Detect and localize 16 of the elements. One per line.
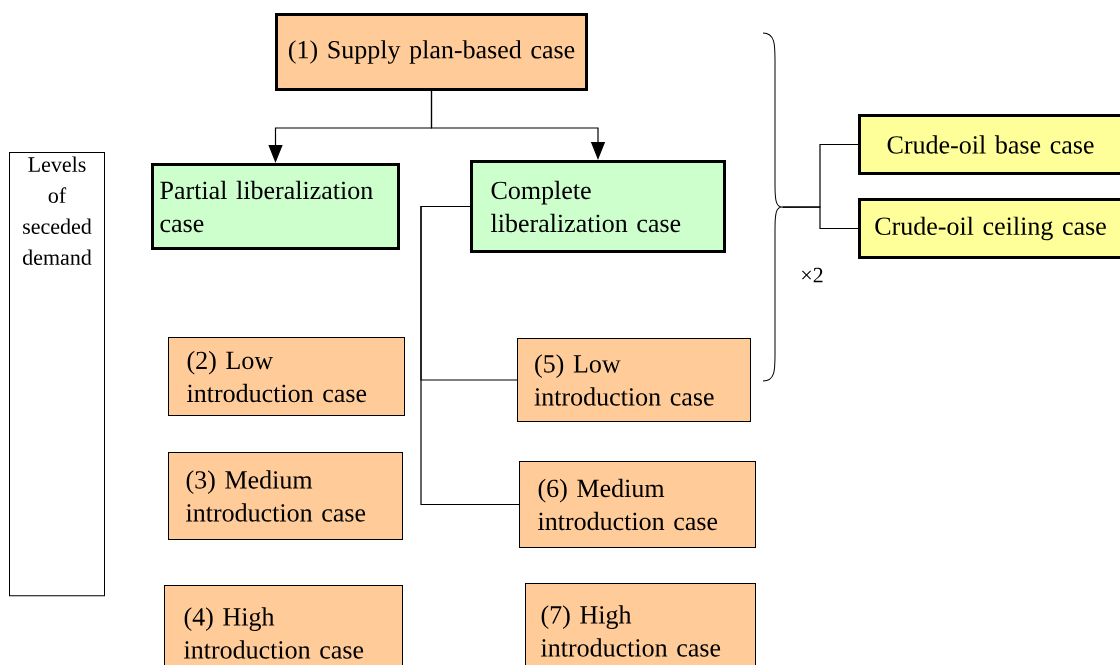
case-box: (1) Supply plan-based case: [275, 13, 588, 91]
case-box: (4) High introduction case: [164, 585, 403, 665]
case-box: (2) Low introduction case: [168, 337, 405, 416]
connector: [781, 206, 859, 230]
case-box: (3) Medium introduction case: [168, 452, 403, 540]
brace: [762, 32, 783, 382]
case-box: Complete liberalization case: [470, 160, 726, 253]
case-box: (5) Low introduction case: [517, 338, 751, 422]
case-box: (6) Medium introduction case: [519, 461, 756, 548]
case-box: Crude-oil ceiling case: [858, 198, 1120, 259]
multiplier-label: ×2: [802, 267, 823, 283]
connector: [420, 205, 520, 506]
case-box: Crude-oil base case: [858, 114, 1120, 175]
text-box: Levels of seceded demand: [9, 152, 105, 597]
case-box: (7) High introduction case: [525, 583, 756, 665]
case-box: Partial liberalization case: [151, 163, 400, 250]
